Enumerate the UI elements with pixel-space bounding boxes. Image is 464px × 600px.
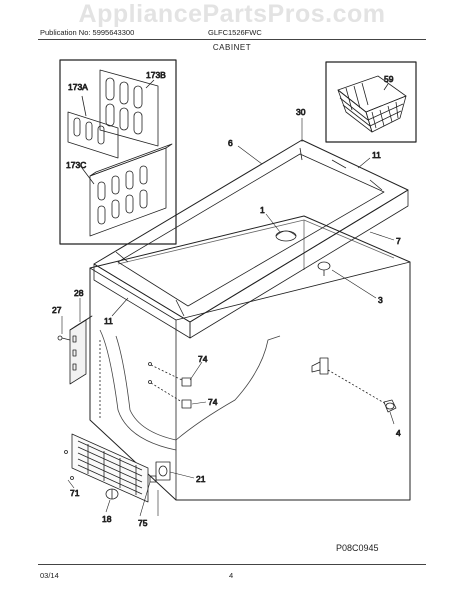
section-title: CABINET: [212, 43, 252, 52]
callout-21: 21: [196, 474, 206, 484]
callout-6: 6: [228, 138, 233, 148]
callout-27: 27: [52, 305, 62, 315]
callout-7: 7: [396, 236, 401, 246]
callout-3: 3: [378, 295, 383, 305]
diagram-code: P08C0945: [336, 543, 379, 553]
divider-173c-panel: [89, 143, 173, 237]
divider-inset: [59, 59, 177, 245]
grille-screw-upper: [64, 450, 68, 454]
callout-11-lid: 11: [372, 150, 381, 160]
basket-inset-frame: [325, 61, 417, 143]
divider-173b-panel: [99, 69, 159, 147]
callout-18: 18: [102, 514, 112, 524]
wire-clip-lower: [148, 380, 192, 409]
header-rule: [38, 39, 426, 40]
cabinet-body: [89, 215, 411, 501]
page-number: 4: [229, 571, 234, 580]
callout-30: 30: [296, 107, 306, 117]
callout-1: 1: [260, 205, 265, 215]
wire-clip-upper: [148, 362, 192, 387]
lid-light-assembly: [275, 230, 297, 242]
callout-74-lower: 74: [208, 397, 218, 407]
publication-number: Publication No: 5995643300: [40, 28, 135, 37]
callout-173a: 173A: [68, 82, 88, 92]
grille-screw-lower: [70, 476, 74, 480]
callout-173b: 173B: [146, 70, 166, 80]
drain-fitting: [311, 357, 387, 405]
hinge-screw: [57, 335, 63, 341]
footer-rule: [38, 564, 426, 565]
thermostat-knob: [105, 488, 119, 500]
watermark-text: AppliancePartsPros.com: [78, 0, 386, 28]
lid-light-lens: [275, 230, 297, 237]
callout-4: 4: [396, 428, 401, 438]
callout-59: 59: [384, 74, 394, 84]
hinge-bracket: [57, 315, 93, 385]
callout-71: 71: [70, 488, 80, 498]
callout-173c: 173C: [66, 160, 86, 170]
lid-gasket: [93, 139, 409, 339]
louver-grille: [64, 433, 149, 503]
leader-lines: [61, 118, 395, 517]
callout-11-frame: 11: [104, 316, 113, 326]
divider-173a-panel: [67, 111, 119, 159]
callout-74-upper: 74: [198, 354, 208, 364]
model-number: GLFC1526FWC: [208, 28, 262, 37]
basket-inset: [325, 61, 417, 143]
thermostat-control: [149, 461, 171, 483]
drain-plug: [317, 261, 331, 271]
divider-inset-frame: [59, 59, 177, 245]
drain-cap: [383, 399, 397, 413]
callout-75: 75: [138, 518, 148, 528]
wire-basket: [337, 75, 407, 133]
footer-date: 03/14: [40, 571, 59, 580]
callout-28: 28: [74, 288, 84, 298]
